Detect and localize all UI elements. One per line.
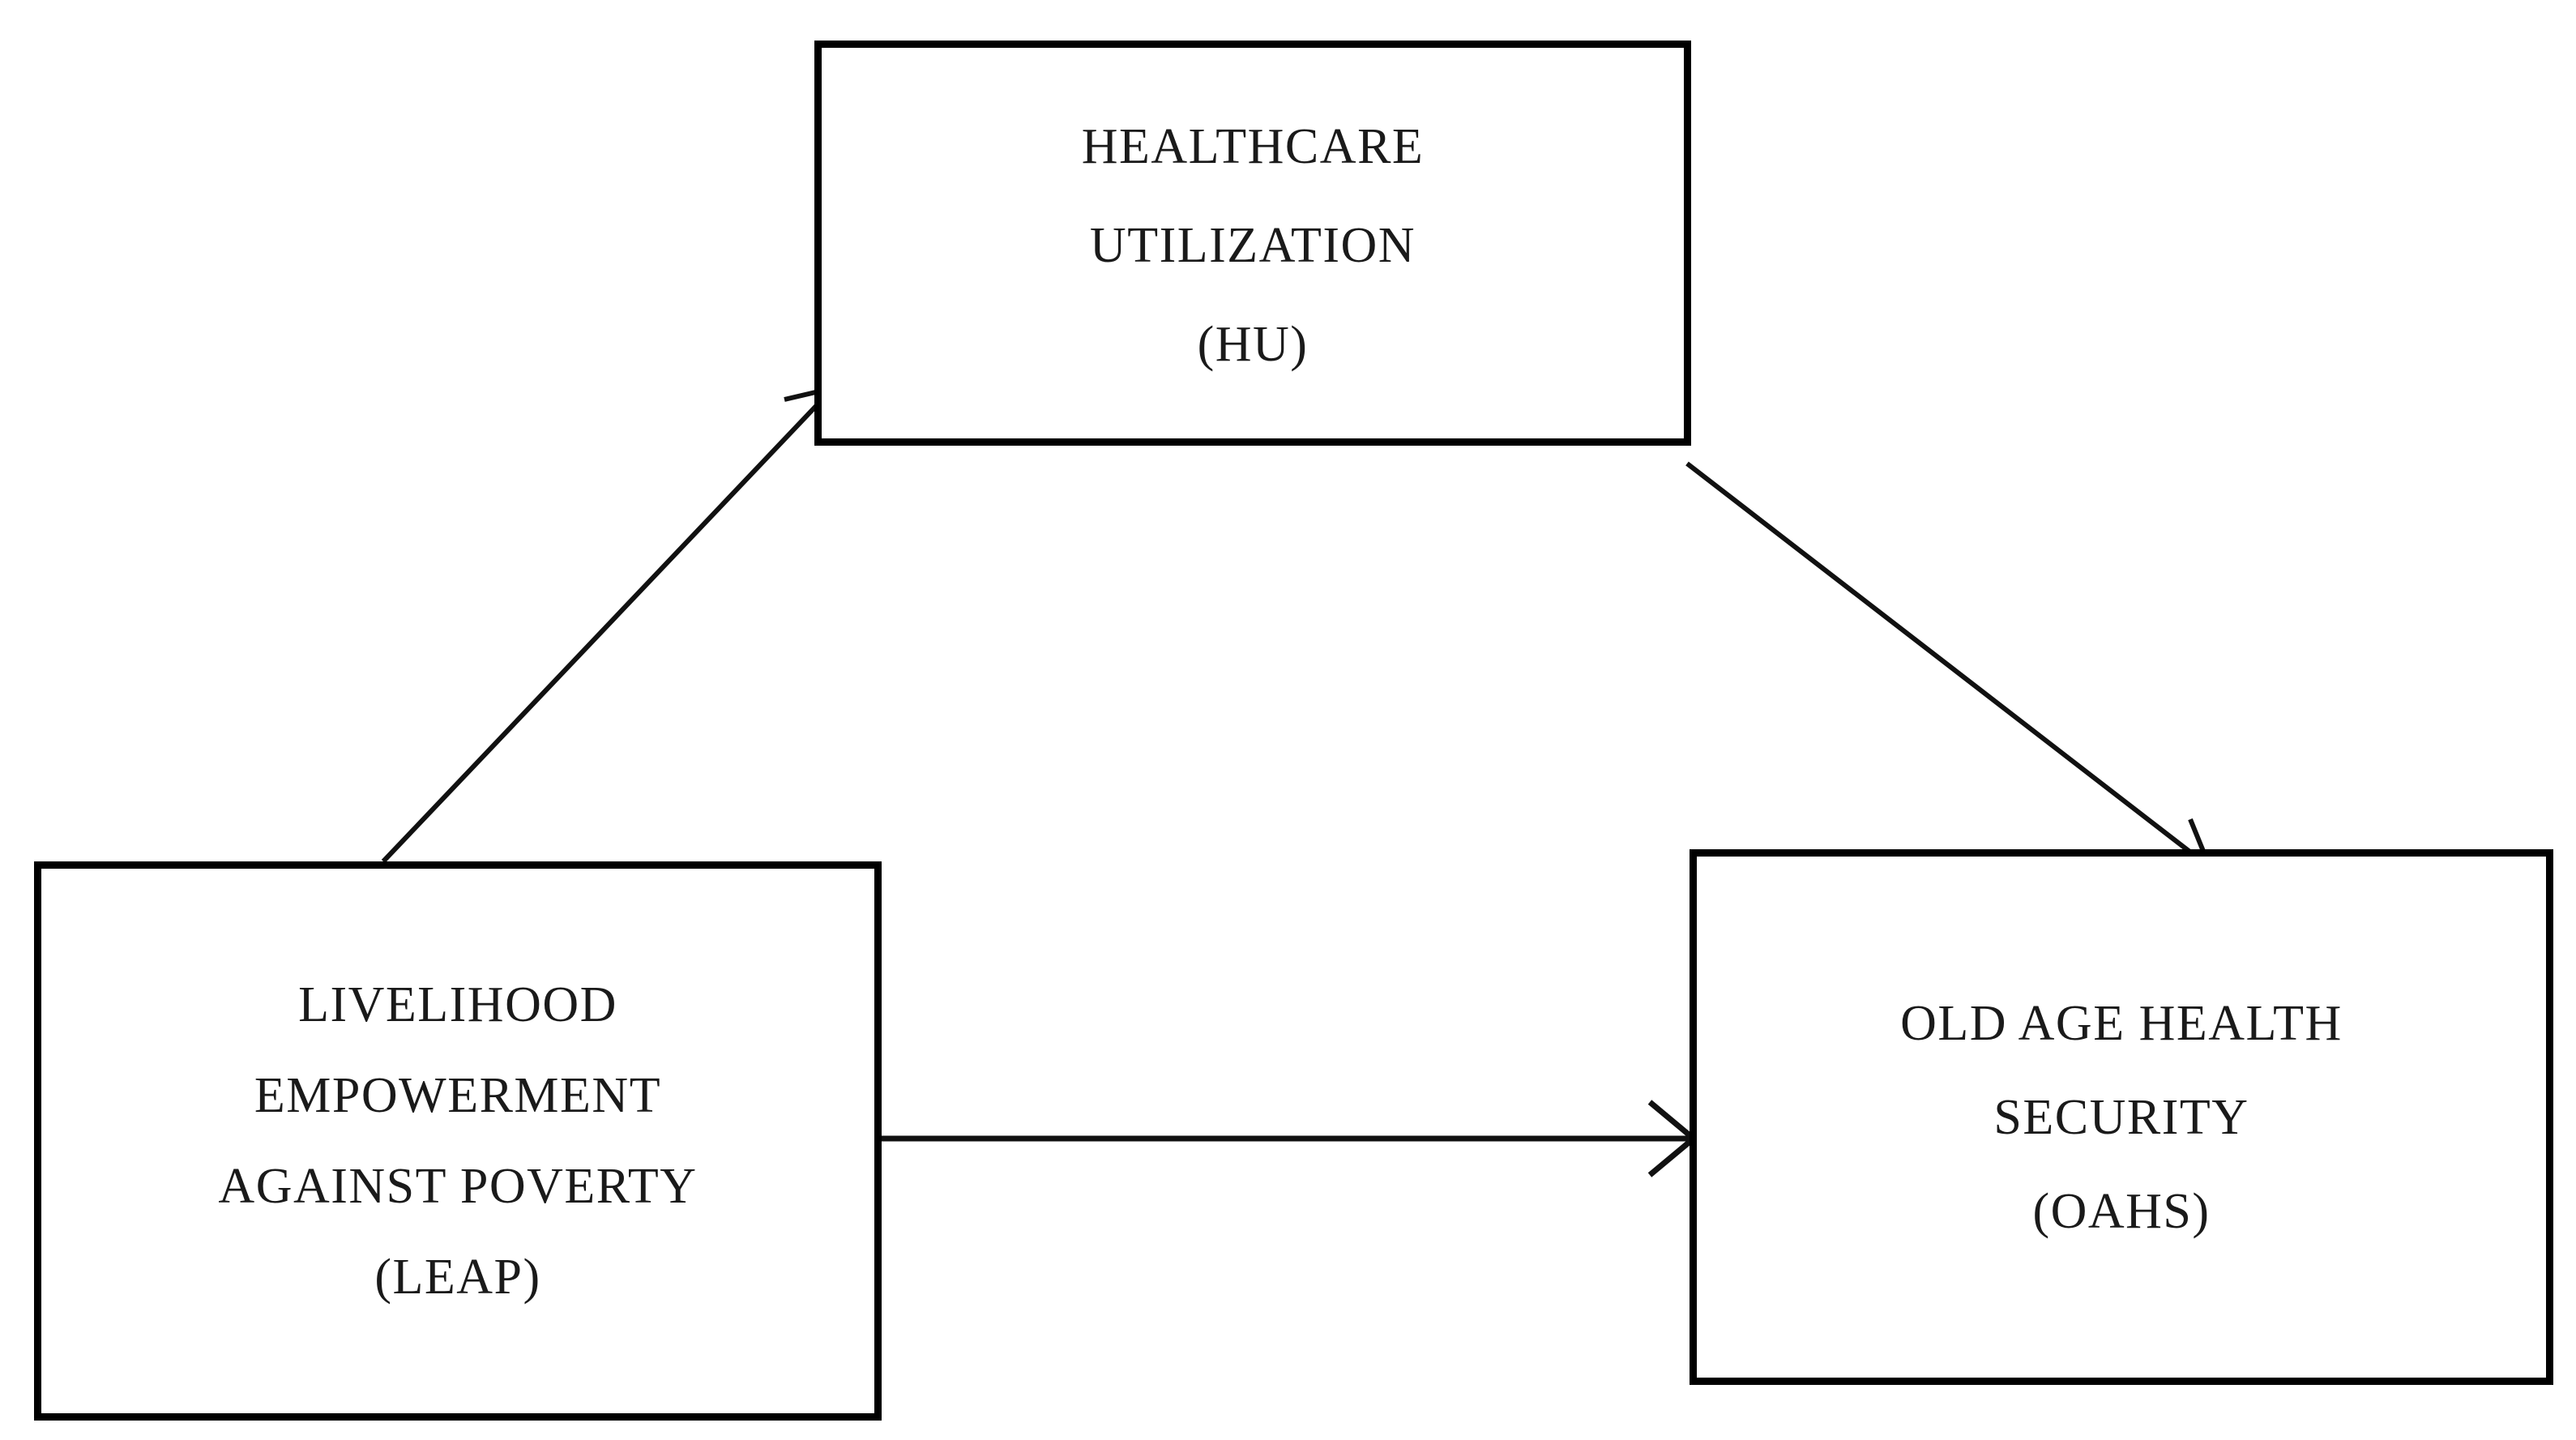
- edge-leap-to-oahs-arrowhead-barb-upper: [1647, 1100, 1696, 1141]
- node-healthcare-utilization: HEALTHCARE UTILIZATION (HU): [814, 41, 1691, 446]
- node-hu-line-2: UTILIZATION: [1089, 218, 1416, 273]
- node-leap-line-1: LIVELIHOOD: [298, 977, 617, 1032]
- edge-leap-to-oahs: [879, 1100, 1696, 1177]
- node-oahs-line-3: (OAHS): [2032, 1183, 2211, 1239]
- edge-leap-to-hu: [381, 386, 835, 864]
- node-hu-line-3: (HU): [1197, 317, 1309, 372]
- edge-hu-to-oahs-line: [1685, 461, 2211, 870]
- node-leap-line-2: EMPOWERMENT: [254, 1068, 662, 1123]
- node-old-age-health-security: OLD AGE HEALTH SECURITY (OAHS): [1690, 849, 2553, 1385]
- node-livelihood-empowerment-against-poverty: LIVELIHOOD EMPOWERMENT AGAINST POVERTY (…: [34, 861, 882, 1421]
- edge-leap-to-oahs-arrowhead-barb-lower: [1647, 1136, 1696, 1177]
- node-oahs-line-2: SECURITY: [1993, 1089, 2249, 1145]
- node-leap-line-4: (LEAP): [374, 1250, 541, 1305]
- edge-hu-to-oahs: [1685, 461, 2212, 870]
- node-leap-line-3: AGAINST POVERTY: [218, 1159, 698, 1214]
- edge-leap-to-hu-line: [381, 386, 835, 864]
- node-hu-line-1: HEALTHCARE: [1081, 119, 1425, 174]
- node-oahs-line-1: OLD AGE HEALTH: [1900, 995, 2343, 1051]
